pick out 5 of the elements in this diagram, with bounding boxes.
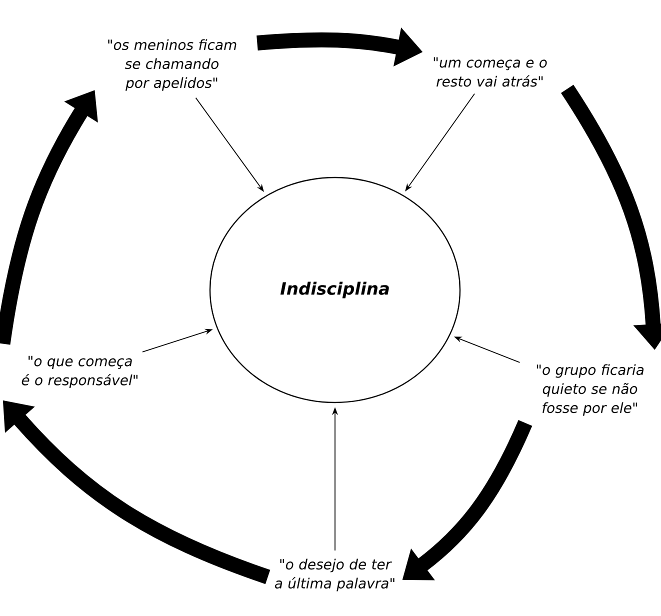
quote-text: "os meninos ficam se chamando por apelidos" <box>108 39 236 91</box>
quote-text: "o grupo ficaria quieto se não fosse por ele" <box>536 364 644 416</box>
quote-text: "o que começa é o responsável" <box>22 356 138 388</box>
quote-text: "o desejo de ter a última palavra" <box>274 558 394 592</box>
quote-text: "um começa e o resto vai atrás" <box>434 57 547 87</box>
